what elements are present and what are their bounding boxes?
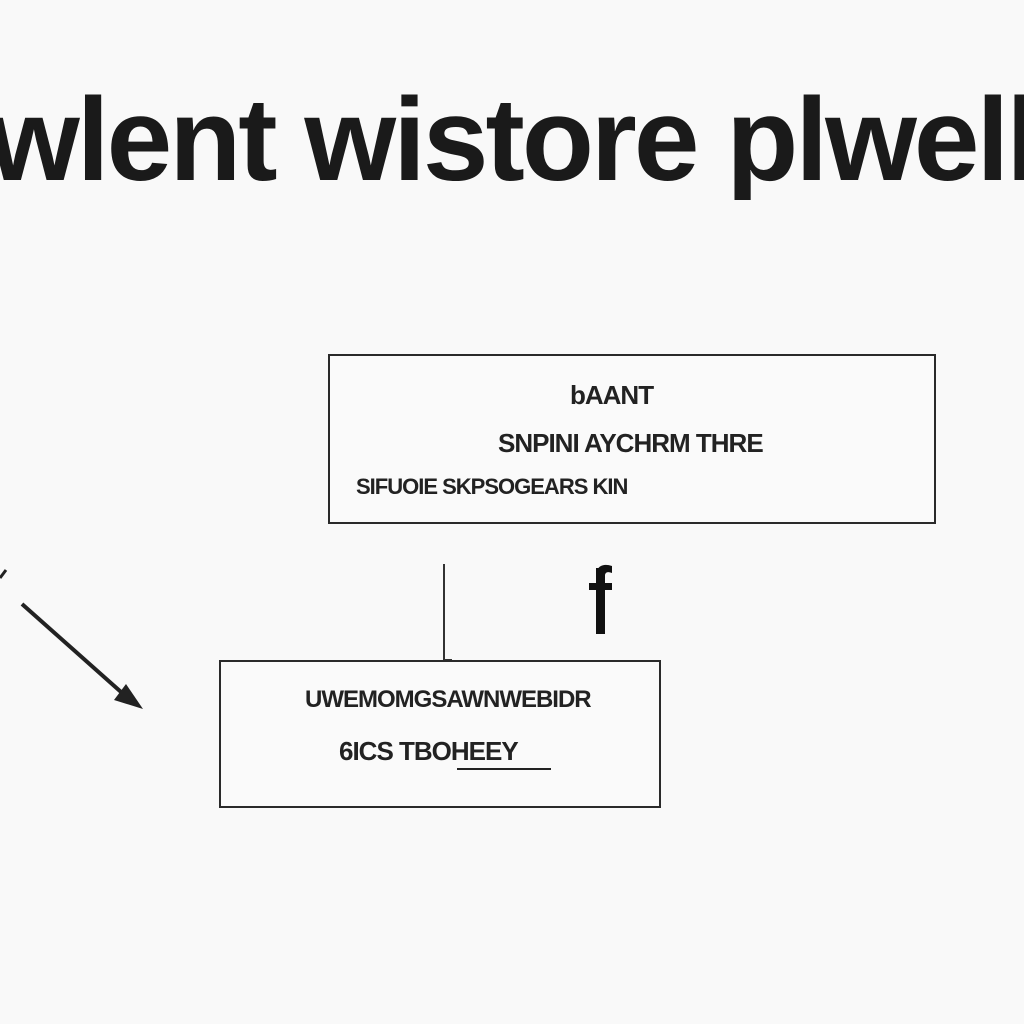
diagonal-arrow-icon [0,569,143,709]
top-box-line-2: SNPINI AYCHRM THRE [498,428,764,458]
top-box-line-3: SIFUOIE SKPSOGEARS KIN [356,474,628,499]
bottom-box-line-1: UWEMOMGSAWNWEBIDR [305,686,592,713]
top-box: bAANT SNPINI AYCHRM THRE SIFUOIE SKPSOGE… [328,354,936,524]
top-box-line-1: bAANT [570,380,654,410]
bottom-box-underline [457,768,551,770]
bottom-box-line-2: 6ICS TBOHEEY [339,736,519,766]
diagram-title: wlent wistore plwell Fi [0,80,1024,200]
bottom-box: UWEMOMGSAWNWEBIDR 6ICS TBOHEEY [219,660,661,808]
up-arrow-icon [589,564,612,634]
